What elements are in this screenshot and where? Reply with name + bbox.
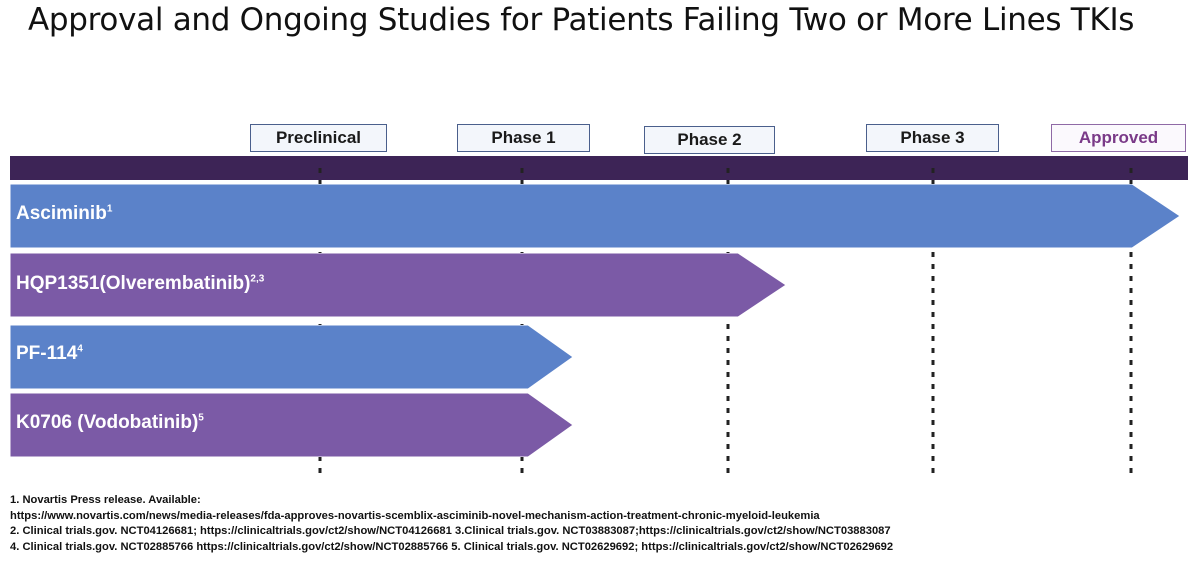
arrow-pf114 [10,325,574,389]
reference-line: 4. Clinical trials.gov. NCT02885766 http… [10,540,894,553]
stage-phase-2: Phase 2 [644,126,775,154]
references: 1. Novartis Press release. Available: ht… [10,493,893,555]
pipeline-header-bar [10,156,1188,180]
arrow-k0706 [10,393,574,457]
reference-line: https://www.novartis.com/news/media-rele… [10,509,820,522]
arrow-hqp1351 [10,253,787,317]
reference-line: 1. Novartis Press release. Available: [10,494,201,506]
stage-approved: Approved [1051,124,1186,152]
diagram-title: Approval and Ongoing Studies for Patient… [28,2,1135,38]
arrow-asciminib [10,184,1181,248]
label-hqp1351: HQP1351(Olverembatinib)2,3 [16,273,265,294]
stage-phase-3: Phase 3 [866,124,999,152]
label-asciminib: Asciminib1 [16,203,113,224]
label-pf114: PF-1144 [16,343,83,364]
stage-preclinical: Preclinical [250,124,387,152]
stage-phase-1: Phase 1 [457,124,590,152]
label-k0706: K0706 (Vodobatinib)5 [16,412,204,433]
reference-line: 2. Clinical trials.gov. NCT04126681; htt… [10,525,891,537]
